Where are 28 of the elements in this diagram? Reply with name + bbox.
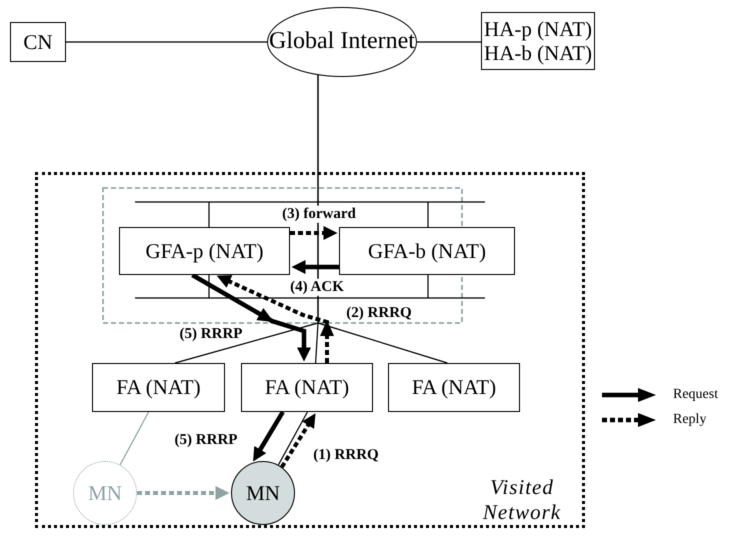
node-label: Global Internet	[269, 28, 415, 56]
edge-label: (1) RRRQ	[312, 446, 380, 464]
process-box	[92, 363, 225, 412]
process-box	[10, 22, 66, 62]
process-box	[241, 363, 373, 412]
edge-label: (3) forward	[281, 206, 357, 222]
node-label: HA-p (NAT)	[484, 16, 592, 41]
node-label: HA-b (NAT)	[484, 41, 592, 66]
legend-text: Reply	[673, 412, 706, 428]
process-box	[388, 363, 520, 412]
node-label: Visited Network	[482, 474, 562, 525]
legend-text: Request	[673, 387, 718, 403]
edge-label: (2) RRRQ	[345, 304, 413, 322]
node-label: CN	[23, 30, 53, 54]
node-label: GFA-b (NAT)	[368, 238, 486, 264]
node-label: MN	[88, 480, 122, 506]
edge-label: (4) ACK	[289, 278, 345, 296]
edge-label: (5) RRRP	[178, 326, 244, 342]
node-label: GFA-p (NAT)	[145, 238, 264, 264]
process-box	[339, 227, 515, 275]
process-box	[119, 227, 290, 275]
process-box	[481, 12, 595, 70]
node-label: FA (NAT)	[412, 375, 496, 400]
node-label: FA (NAT)	[116, 375, 201, 400]
network-region	[35, 172, 585, 528]
node-label: MN	[246, 480, 280, 506]
node-label: FA (NAT)	[264, 375, 350, 400]
edge-label: (5) RRRP	[174, 432, 238, 448]
